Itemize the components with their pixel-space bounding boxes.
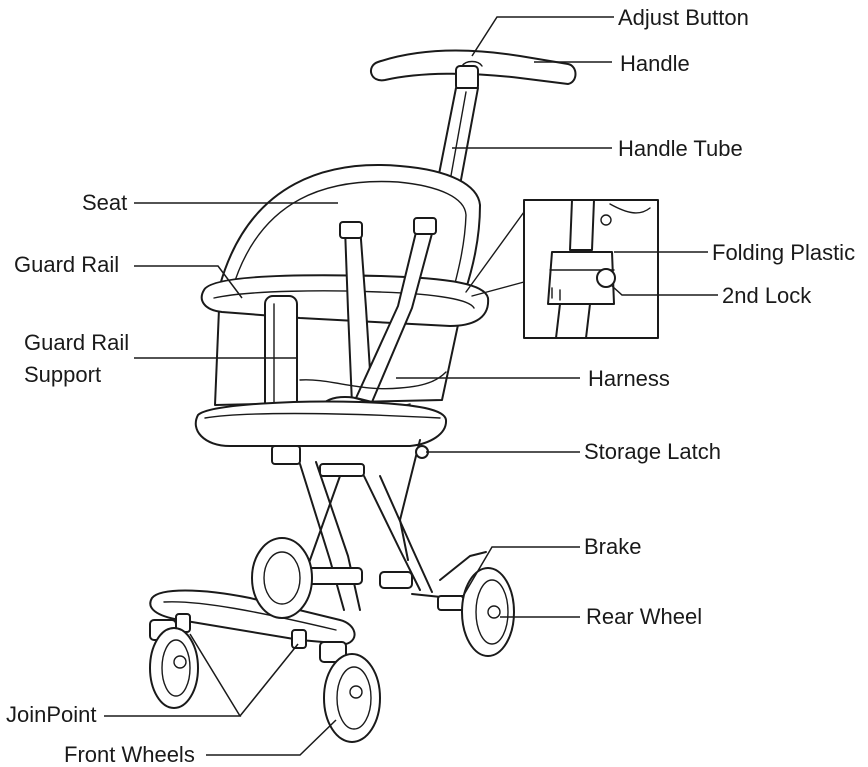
front-right-wheel-drawing [323,653,381,743]
label-harness: Harness [588,366,670,391]
label-seat: Seat [82,190,127,215]
rear-wheel-drawing [461,567,515,657]
label-guard-rail: Guard Rail [14,252,119,277]
leader-adjust-button [471,16,614,57]
label-guard-rail-support-line1: Guard Rail [24,330,129,355]
leader-joinpoint-2 [239,643,299,717]
frame-drawing [295,439,487,611]
folding-detail-inset [465,199,659,339]
leader-brake [461,546,580,599]
label-adjust-button: Adjust Button [618,5,749,30]
label-joinpoint: JoinPoint [6,702,97,727]
label-rear-wheel: Rear Wheel [586,604,702,629]
label-front-wheels: Front Wheels [64,742,195,767]
label-storage-latch: Storage Latch [584,439,721,464]
leader-2nd-lock [611,285,718,296]
back-left-wheel-drawing [251,537,313,619]
label-folding-plastic: Folding Plastic [712,240,855,265]
leader-front-wheels [206,719,337,756]
leader-lines [104,16,718,756]
front-left-wheel-drawing [149,627,199,709]
seat-base-drawing [194,400,448,477]
label-2nd-lock: 2nd Lock [722,283,812,308]
stroller-illustration [149,49,659,743]
labels: Adjust Button Handle Handle Tube Seat Gu… [6,5,855,767]
label-brake: Brake [584,534,641,559]
label-handle-tube: Handle Tube [618,136,743,161]
label-handle: Handle [620,51,690,76]
leader-guard-rail [134,265,243,299]
label-guard-rail-support-line2: Support [24,362,101,387]
